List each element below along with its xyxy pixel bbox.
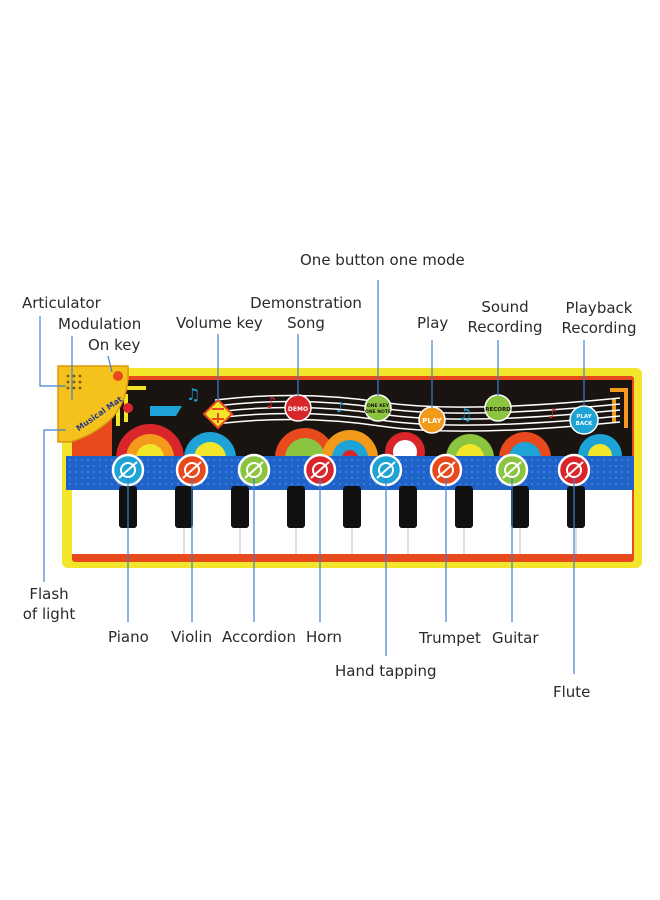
label-trumpet: Trumpet xyxy=(419,629,481,647)
label-guitar: Guitar xyxy=(492,629,539,647)
playback-text-2: BACK xyxy=(576,421,593,427)
label-playback-line1: Playback xyxy=(565,299,633,317)
label-playback-line2: Recording xyxy=(561,319,637,337)
label-demonstration-line2: Song xyxy=(287,314,325,332)
label-sound-recording: Sound Recording xyxy=(462,297,548,337)
label-flash-line2: of light xyxy=(22,605,76,623)
black-key[interactable] xyxy=(399,486,417,528)
flash-light-icon xyxy=(123,403,133,413)
one-key-text-1: ONE KEY xyxy=(367,403,390,409)
label-violin: Violin xyxy=(171,628,213,646)
label-sound-line1: Sound xyxy=(481,298,529,316)
on-key-icon[interactable] xyxy=(113,371,123,381)
black-key[interactable] xyxy=(175,486,193,528)
violin-icon xyxy=(184,462,200,478)
trumpet-icon xyxy=(438,462,454,478)
label-articulator: Articulator xyxy=(22,294,101,312)
label-modulation: Modulation xyxy=(58,315,142,333)
label-hand-tapping: Hand tapping xyxy=(335,662,437,680)
playback-text-1: PLAY xyxy=(576,414,592,420)
label-flute: Flute xyxy=(553,683,591,701)
flute-icon xyxy=(566,462,582,478)
accordion-icon xyxy=(246,462,262,478)
svg-text:♪: ♪ xyxy=(548,406,557,422)
black-key[interactable] xyxy=(567,486,585,528)
black-key[interactable] xyxy=(455,486,473,528)
svg-text:♪: ♪ xyxy=(336,400,345,416)
label-flash-of-light: Flash of light xyxy=(16,584,82,624)
label-one-button-one-mode: One button one mode xyxy=(300,251,465,269)
label-volume-key: Volume key xyxy=(176,314,263,332)
black-key[interactable] xyxy=(231,486,249,528)
demo-button-text: DEMO xyxy=(288,406,308,413)
label-play: Play xyxy=(417,314,449,332)
speaker-panel xyxy=(57,365,129,443)
record-button-text: RECORD xyxy=(485,407,511,413)
hand-tapping-icon xyxy=(378,462,394,478)
horn-icon xyxy=(312,462,328,478)
label-on-key: On key xyxy=(88,336,141,354)
label-demonstration-line1: Demonstration xyxy=(250,294,362,312)
one-key-text-2: ONE NOTE xyxy=(365,409,391,415)
play-button-text: PLAY xyxy=(422,417,442,425)
label-playback-recording: Playback Recording xyxy=(556,298,642,338)
svg-text:♫: ♫ xyxy=(186,385,200,404)
label-accordion: Accordion xyxy=(222,628,296,646)
label-piano: Piano xyxy=(108,628,149,646)
label-flash-line1: Flash xyxy=(29,585,69,603)
black-key[interactable] xyxy=(343,486,361,528)
svg-text:♪: ♪ xyxy=(266,393,276,412)
svg-text:♫: ♫ xyxy=(458,405,472,424)
piano-icon xyxy=(120,462,136,478)
label-demonstration-song: Demonstration Song xyxy=(246,293,366,333)
guitar-icon xyxy=(504,462,520,478)
black-key[interactable] xyxy=(287,486,305,528)
label-sound-line2: Recording xyxy=(467,318,543,336)
black-key[interactable] xyxy=(511,486,529,528)
label-horn: Horn xyxy=(306,628,342,646)
